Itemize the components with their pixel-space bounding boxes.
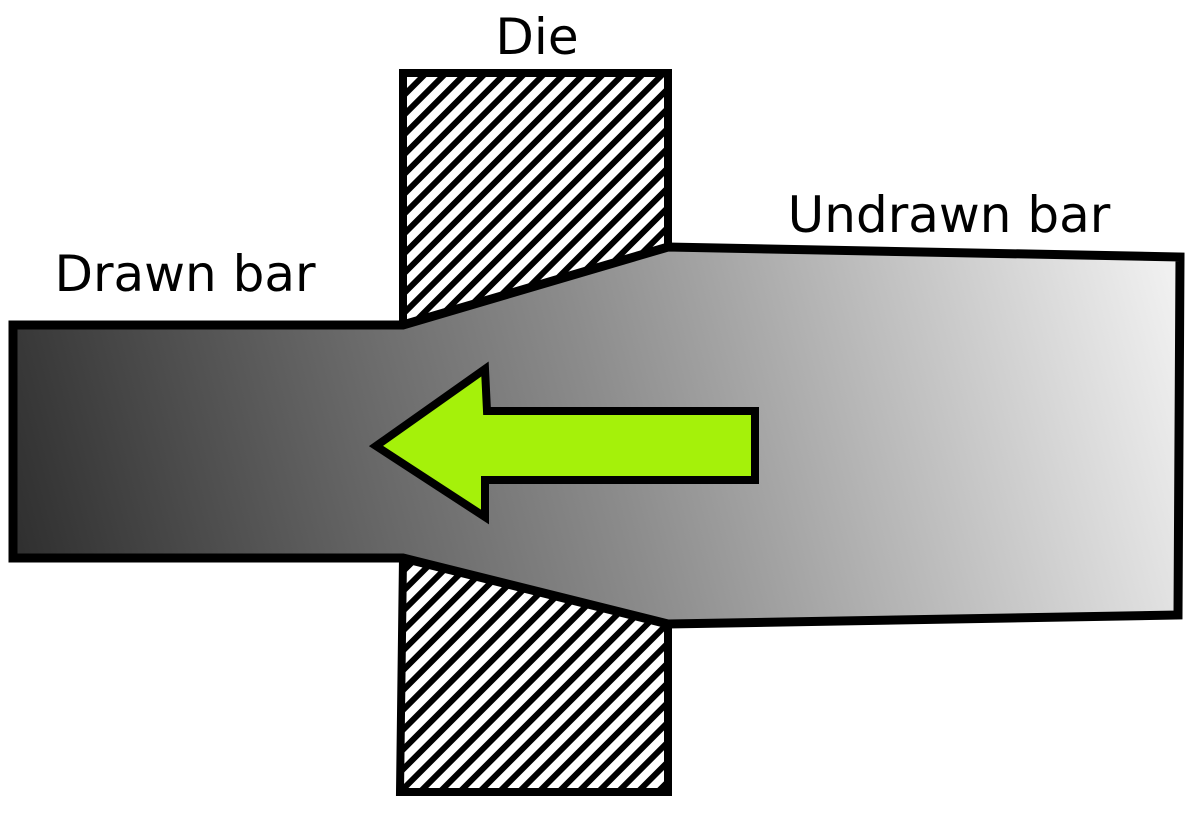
undrawn-bar-label: Undrawn bar — [788, 186, 1111, 244]
die-label: Die — [495, 8, 578, 66]
drawn-bar-label: Drawn bar — [54, 245, 316, 303]
left-arrow-icon — [368, 361, 759, 525]
